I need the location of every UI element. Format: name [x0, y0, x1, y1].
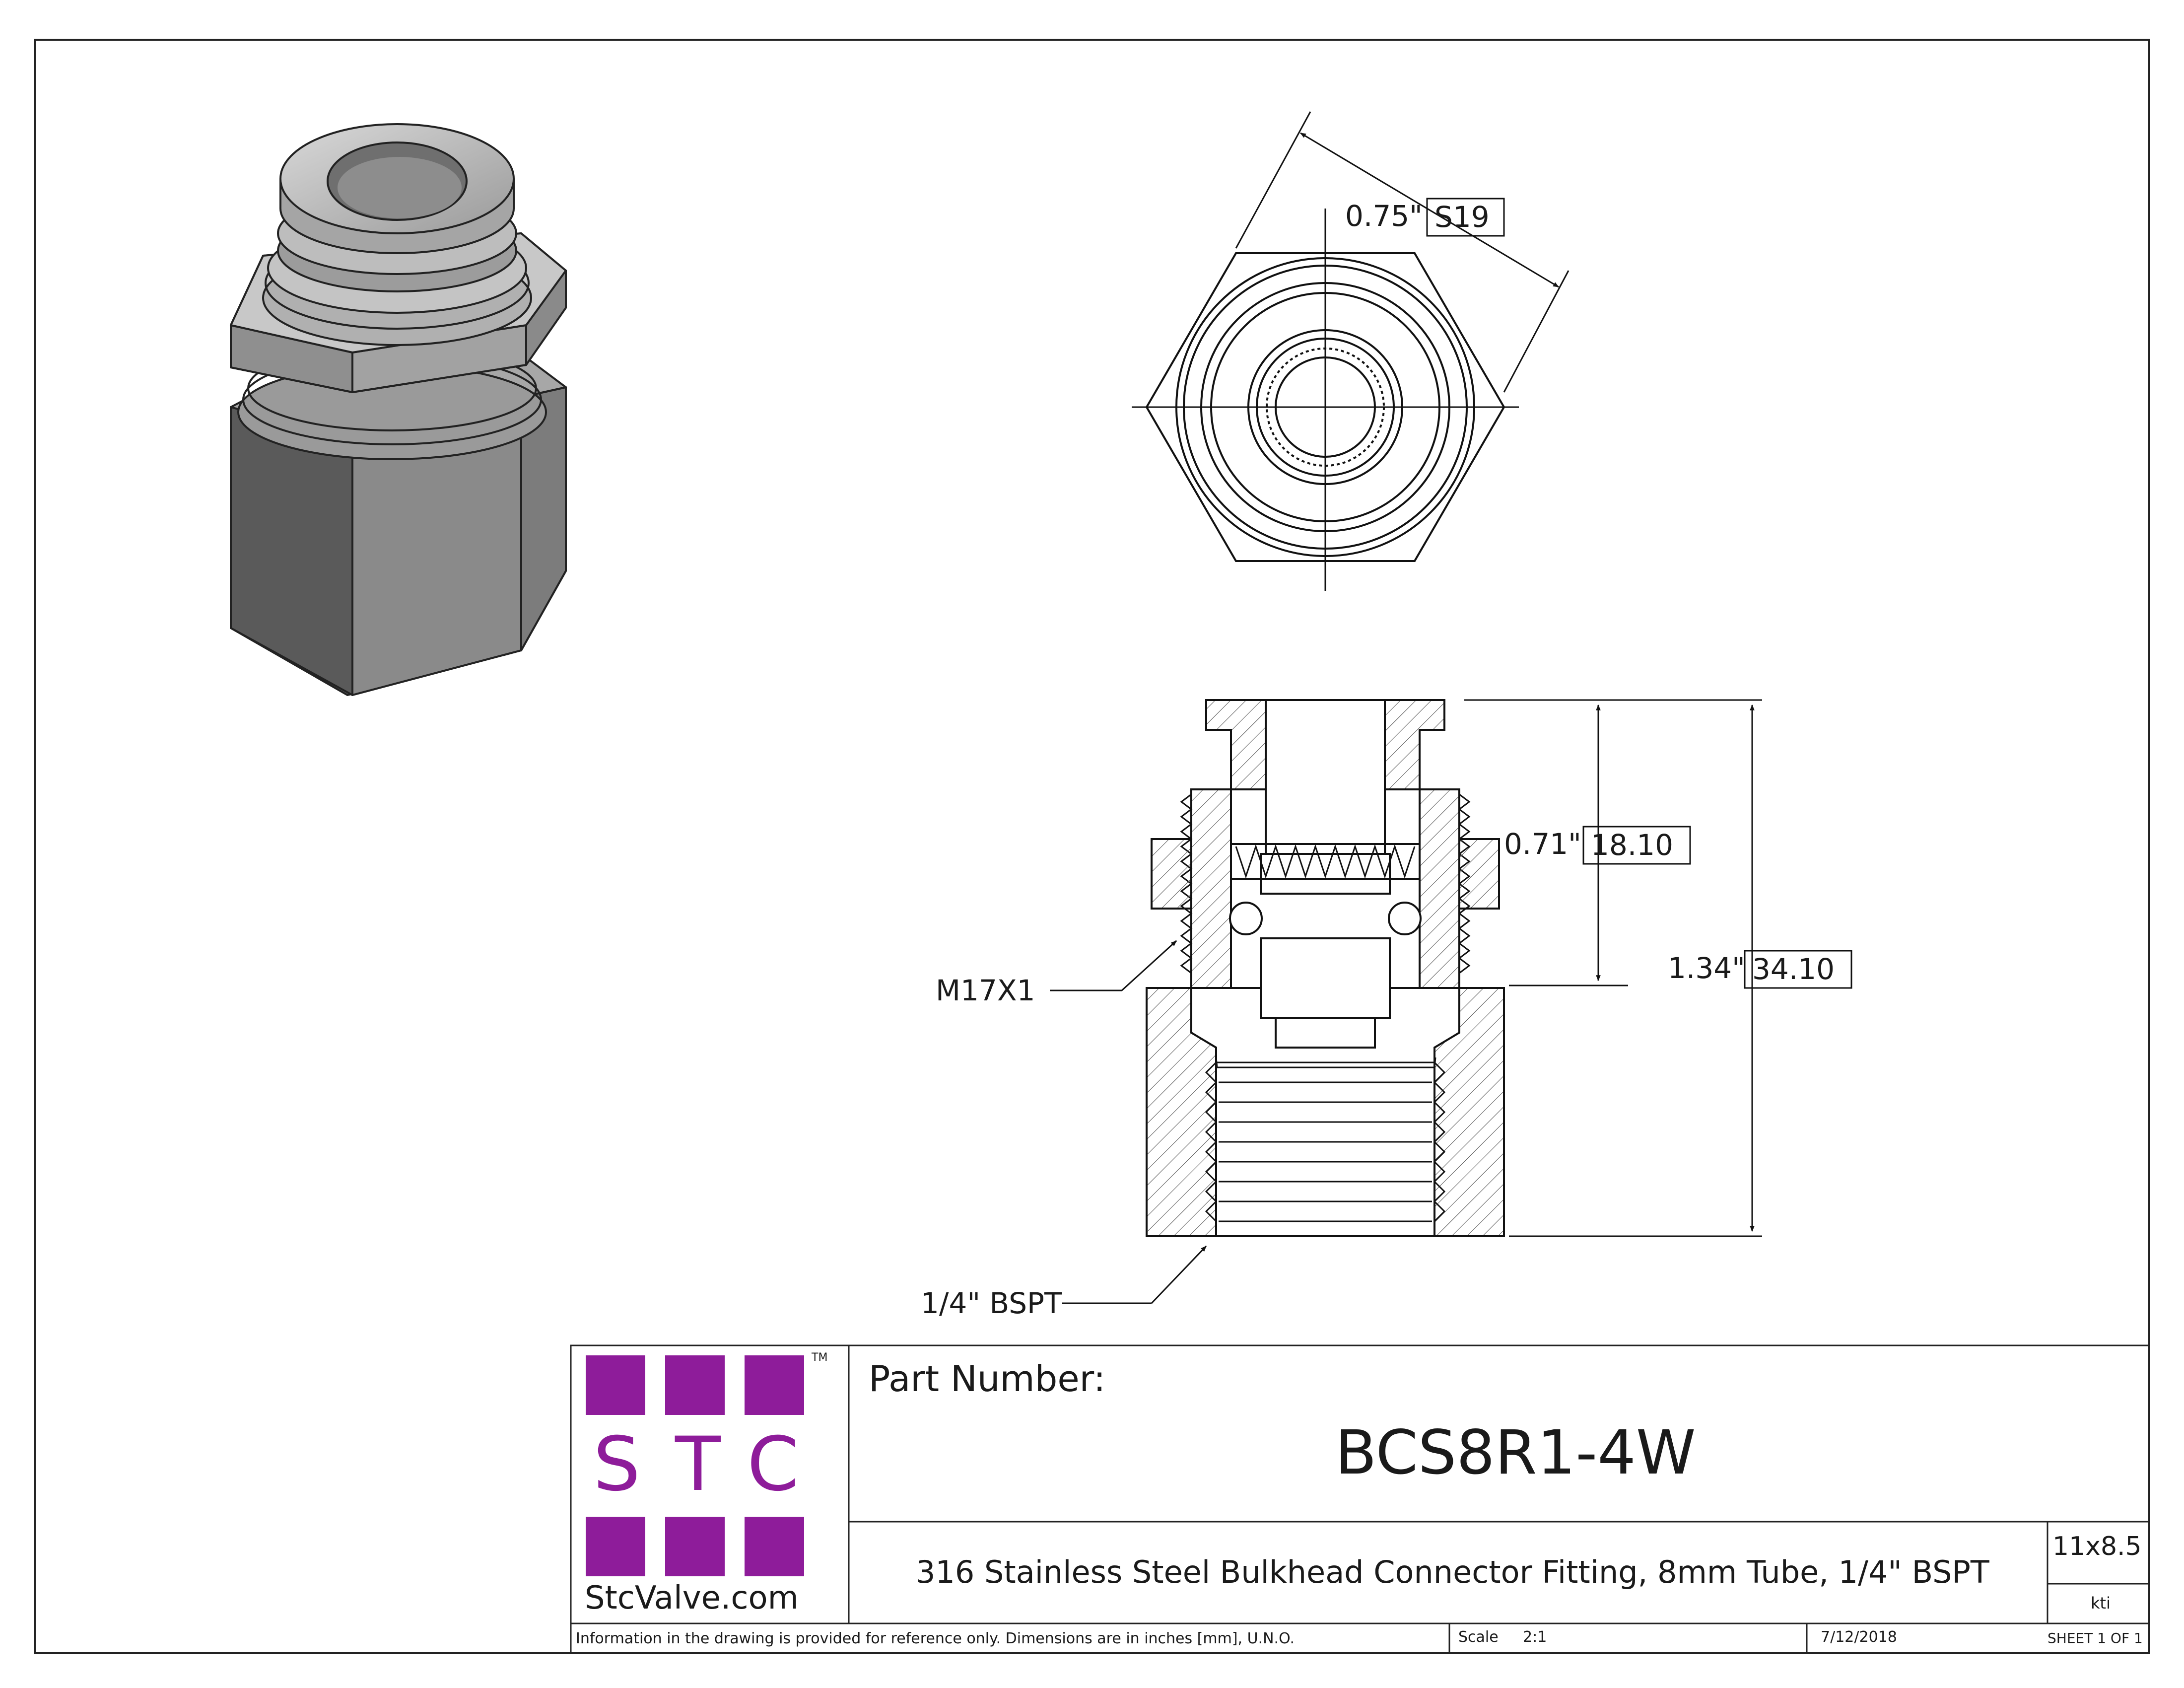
logo-square	[745, 1355, 804, 1415]
part-description: 316 Stainless Steel Bulkhead Connector F…	[916, 1554, 1989, 1590]
logo-square	[745, 1517, 804, 1576]
hex-flat-metric-box	[1426, 198, 1505, 237]
logo-square	[586, 1517, 645, 1576]
bspt-leader	[1151, 1245, 1207, 1304]
m17-leader	[1121, 940, 1177, 991]
thread-callout-m17: M17X1	[936, 974, 1035, 1007]
title-block-frame	[570, 1344, 2150, 1654]
scale-value: 2:1	[1523, 1628, 1547, 1646]
upper-height-metric-box	[1582, 826, 1691, 865]
part-number: BCS8R1-4W	[1335, 1417, 1696, 1488]
section-dimensions	[1464, 699, 1762, 1237]
overall-height-metric-box	[1744, 950, 1852, 989]
logo-letter-c: C	[747, 1421, 799, 1508]
thread-callout-bspt: 1/4" BSPT	[921, 1286, 1062, 1320]
upper-height-metric: 18.10	[1591, 828, 1673, 862]
isometric-view	[230, 123, 567, 696]
disclaimer: Information in the drawing is provided f…	[576, 1630, 1295, 1647]
logo-letter-t: T	[675, 1421, 721, 1508]
logo-square	[665, 1517, 725, 1576]
overall-height-dimension: 1.34"	[1668, 951, 1745, 985]
top-view	[1132, 111, 1570, 591]
paper-size: 11x8.5	[2052, 1532, 2142, 1561]
logo-square	[586, 1355, 645, 1415]
logo-letter-s: S	[593, 1421, 641, 1508]
logo-trademark: TM	[812, 1351, 828, 1364]
section-view	[1146, 699, 1505, 1237]
upper-height-dimension: 0.71"	[1504, 827, 1581, 861]
logo-website: StcValve.com	[585, 1580, 799, 1617]
sheet-number: SHEET 1 OF 1	[2048, 1630, 2143, 1646]
thread-callouts	[1050, 940, 1207, 1304]
hex-flat-metric: S19	[1434, 200, 1490, 234]
part-number-label: Part Number:	[869, 1358, 1106, 1400]
drawing-date: 7/12/2018	[1821, 1628, 1897, 1646]
logo-square	[665, 1355, 725, 1415]
drawn-by: kti	[2091, 1594, 2111, 1613]
hex-flat-dimension-line	[1299, 132, 1560, 288]
overall-height-metric: 34.10	[1752, 952, 1835, 986]
scale-label: Scale	[1458, 1628, 1499, 1646]
hex-flat-dimension: 0.75"	[1345, 199, 1423, 233]
